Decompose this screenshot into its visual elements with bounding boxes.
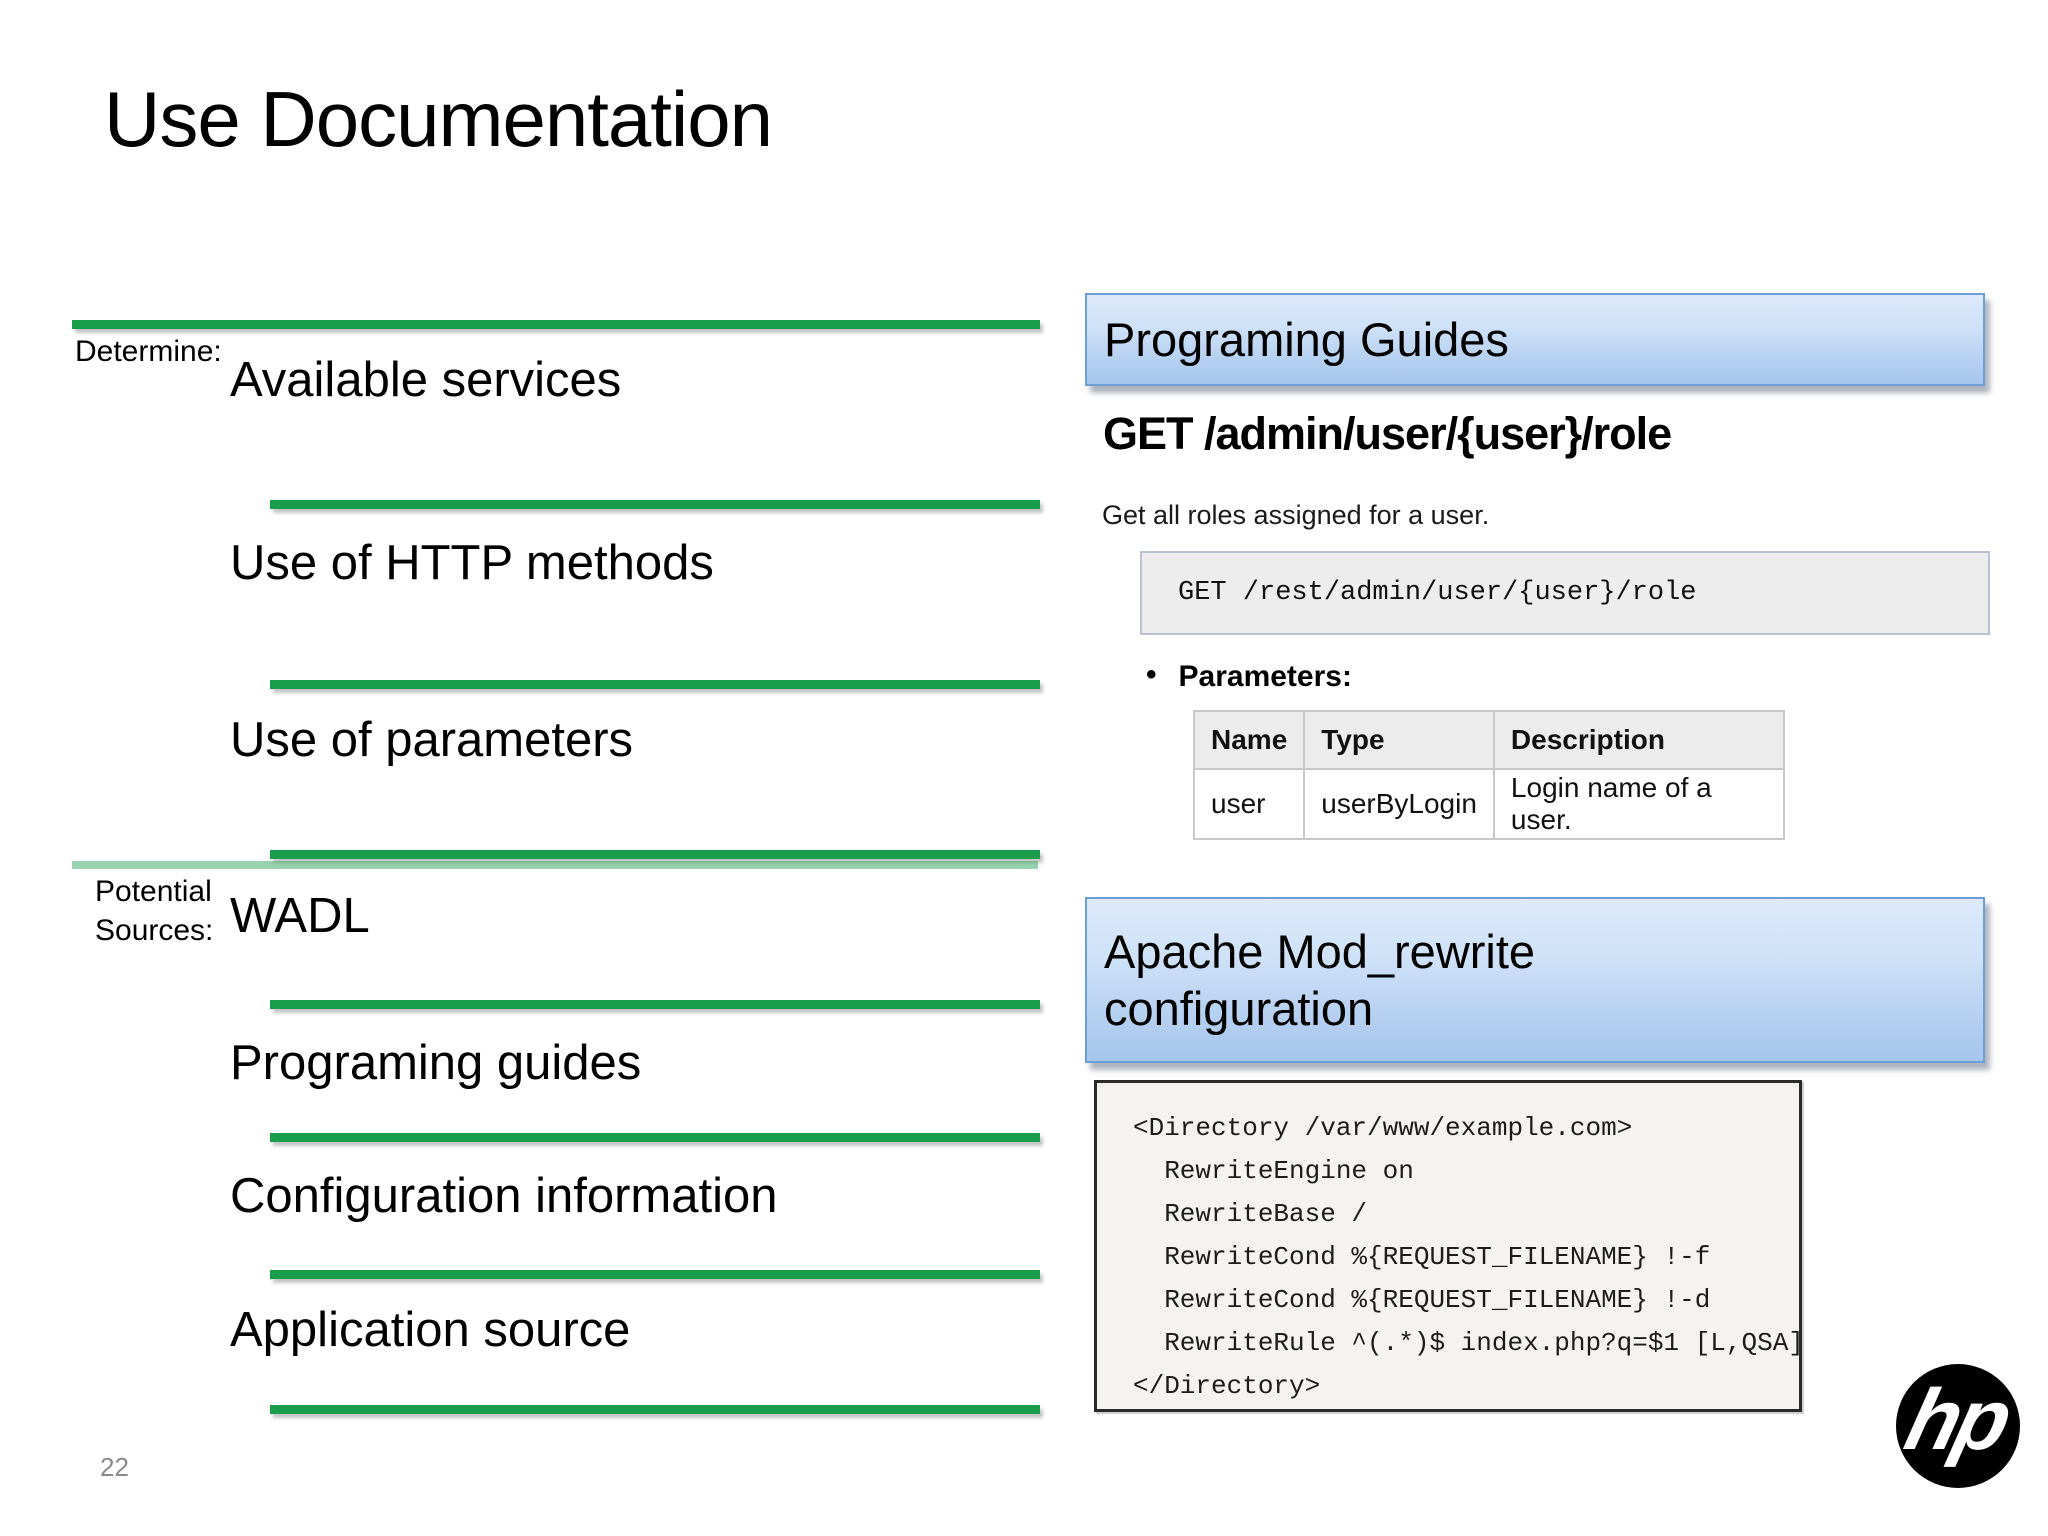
divider-line — [270, 1270, 1040, 1279]
hp-logo: hp — [1896, 1364, 2020, 1488]
bullet-icon: • — [1146, 658, 1157, 691]
table-cell: Login name of a user. — [1492, 768, 1785, 840]
table-row: user userByLogin Login name of a user. — [1192, 768, 1785, 840]
list-item: Programing guides — [230, 1036, 642, 1090]
endpoint-description: Get all roles assigned for a user. — [1102, 500, 1490, 530]
determine-label: Determine: — [75, 335, 222, 368]
rest-code: GET /rest/admin/user/{user}/role — [1178, 578, 1697, 608]
divider-line — [72, 320, 1040, 329]
parameters-table: Name Type Description user userByLogin L… — [1192, 710, 1785, 840]
page-title: Use Documentation — [104, 75, 773, 163]
list-item: Available services — [230, 353, 622, 407]
programming-guides-callout: Programing Guides — [1085, 293, 1985, 386]
list-item: Use of HTTP methods — [230, 536, 714, 590]
hp-logo-text: hp — [1897, 1371, 2019, 1468]
parameters-heading: • Parameters: — [1146, 658, 1352, 694]
column-header: Type — [1303, 710, 1495, 770]
endpoint-title: GET /admin/user/{user}/role — [1103, 408, 1672, 459]
list-item: Application source — [230, 1303, 631, 1357]
divider-line — [270, 1133, 1040, 1142]
list-item: Use of parameters — [230, 713, 634, 767]
divider-line — [270, 500, 1040, 509]
divider-line-light — [72, 861, 1038, 869]
column-header: Name — [1192, 710, 1306, 770]
table-cell: userByLogin — [1303, 768, 1495, 840]
column-header: Description — [1492, 710, 1785, 770]
callout-title: Apache Mod_rewrite configuration — [1104, 925, 1536, 1035]
apache-callout: Apache Mod_rewrite configuration — [1085, 897, 1985, 1063]
parameters-label: Parameters: — [1178, 660, 1352, 693]
list-item: Configuration information — [230, 1169, 778, 1223]
apache-code: <Directory /var/www/example.com> Rewrite… — [1133, 1113, 1804, 1401]
table-cell: user — [1192, 768, 1306, 840]
list-item: WADL — [230, 889, 370, 943]
table-header-row: Name Type Description — [1192, 710, 1785, 770]
callout-title: Programing Guides — [1104, 313, 1509, 366]
potential-sources-label: Potential Sources: — [95, 875, 214, 947]
divider-line — [270, 1000, 1040, 1009]
divider-line — [270, 680, 1040, 689]
page-number: 22 — [100, 1452, 129, 1482]
apache-code-box: <Directory /var/www/example.com> Rewrite… — [1094, 1080, 1804, 1412]
divider-line — [270, 1405, 1040, 1414]
rest-code-box: GET /rest/admin/user/{user}/role — [1140, 551, 1990, 635]
divider-line — [270, 850, 1040, 859]
